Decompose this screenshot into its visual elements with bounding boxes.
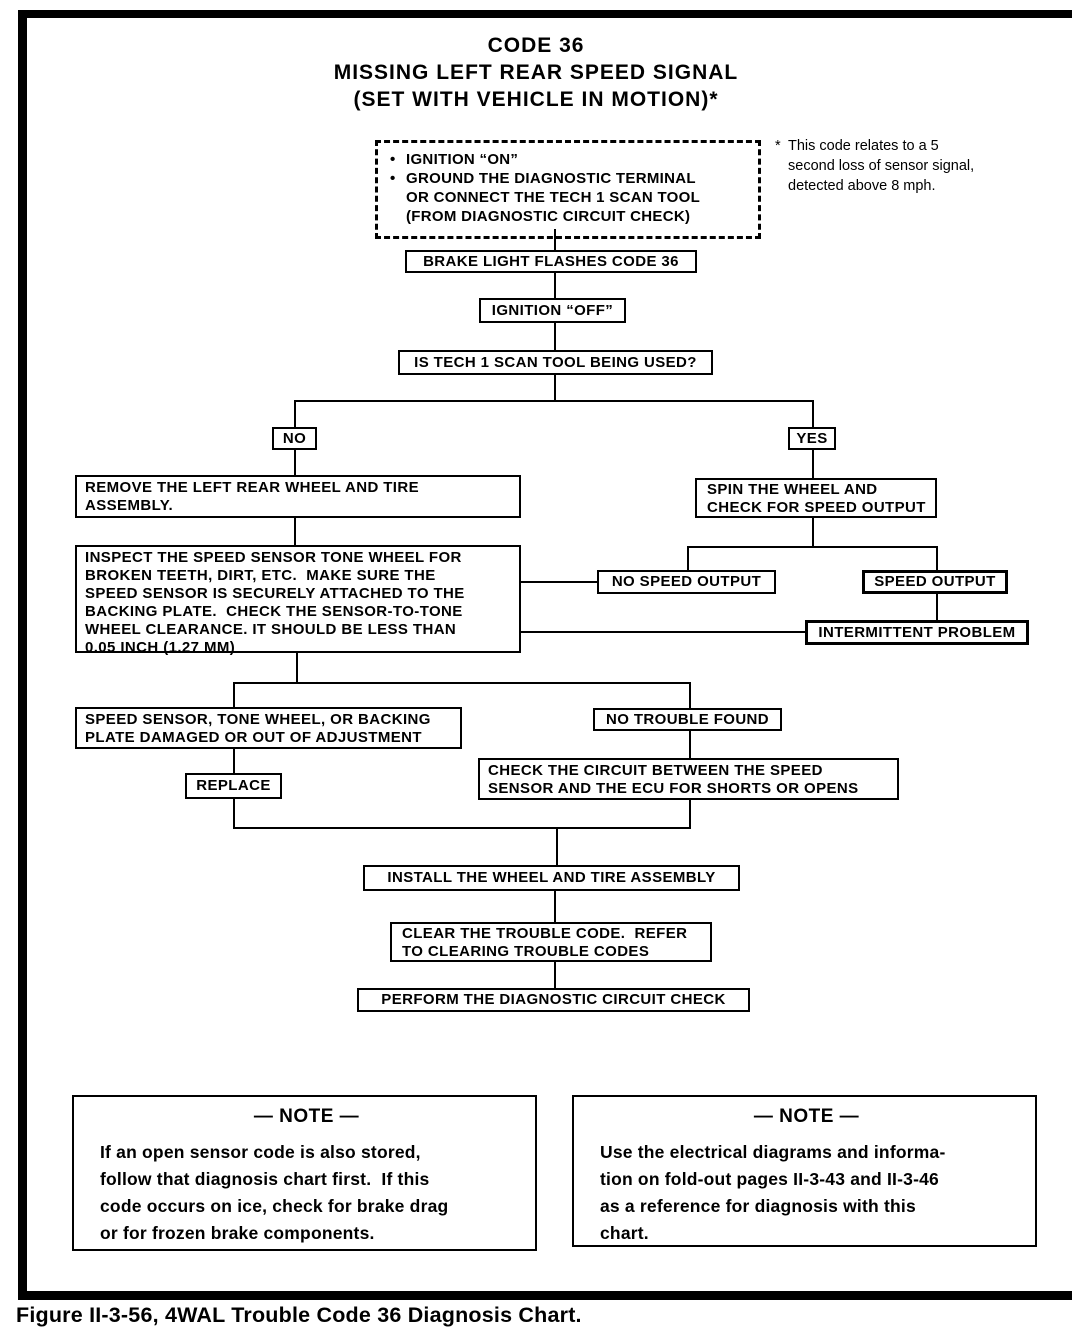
connector-line	[233, 748, 235, 773]
node-no-speed-output: NO SPEED OUTPUT	[597, 570, 776, 594]
note-body: If an open sensor code is also stored, f…	[100, 1142, 449, 1243]
connector-line	[554, 961, 556, 988]
node-tech1-question: IS TECH 1 SCAN TOOL BEING USED?	[398, 350, 713, 375]
note-body: Use the electrical diagrams and informa-…	[600, 1142, 946, 1243]
note-title: — NOTE —	[253, 1106, 360, 1127]
node-branch-no: NO	[272, 427, 317, 450]
note-box-right: — NOTE — Use the electrical diagrams and…	[572, 1095, 1037, 1247]
connector-line	[233, 682, 691, 684]
connector-line	[554, 322, 556, 350]
connector-line	[687, 546, 938, 548]
connector-line	[233, 798, 235, 827]
chart-title-subject: MISSING LEFT REAR SPEED SIGNAL	[333, 61, 739, 84]
connector-line	[689, 682, 691, 708]
start-condition-item: • GROUND THE DIAGNOSTIC TERMINAL OR CONN…	[390, 170, 701, 225]
code-footnote: * This code relates to a 5 second loss o…	[775, 138, 975, 194]
bullet-icon: •	[390, 170, 396, 187]
chart-title-condition: (SET WITH VEHICLE IN MOTION)*	[353, 88, 719, 111]
connector-line	[936, 546, 938, 570]
note-box-left: — NOTE — If an open sensor code is also …	[72, 1095, 537, 1251]
connector-line	[554, 229, 556, 250]
connector-line	[294, 400, 296, 427]
node-speed-output: SPEED OUTPUT	[862, 570, 1008, 594]
node-spin-wheel: SPIN THE WHEEL AND CHECK FOR SPEED OUTPU…	[695, 478, 937, 518]
connector-line	[556, 827, 558, 865]
bullet-icon: •	[390, 151, 396, 168]
node-brake-light-flashes: BRAKE LIGHT FLASHES CODE 36	[405, 250, 697, 273]
connector-line	[554, 374, 556, 400]
figure-caption: Figure II-3-56, 4WAL Trouble Code 36 Dia…	[16, 1303, 582, 1327]
node-clear-trouble-code: CLEAR THE TROUBLE CODE. REFER TO CLEARIN…	[390, 922, 712, 962]
connector-line	[687, 546, 689, 570]
node-inspect-tone-wheel: INSPECT THE SPEED SENSOR TONE WHEEL FOR …	[75, 545, 521, 656]
note-title: — NOTE —	[753, 1106, 860, 1127]
node-intermittent-problem: INTERMITTENT PROBLEM	[805, 620, 1029, 645]
connector-line	[233, 827, 691, 829]
connector-line	[294, 400, 814, 402]
node-no-trouble-found: NO TROUBLE FOUND	[593, 708, 782, 731]
node-install-wheel: INSTALL THE WHEEL AND TIRE ASSEMBLY	[363, 865, 740, 891]
chart-title-code: CODE 36	[487, 34, 585, 57]
connector-line	[554, 890, 556, 922]
node-remove-wheel: REMOVE THE LEFT REAR WHEEL AND TIRE ASSE…	[75, 475, 521, 518]
connector-line	[296, 652, 298, 682]
node-start-conditions: • IGNITION “ON” • GROUND THE DIAGNOSTIC …	[375, 140, 761, 239]
page-border-left	[18, 10, 27, 1299]
node-replace: REPLACE	[185, 773, 282, 799]
connector-line	[554, 272, 556, 298]
connector-line	[812, 449, 814, 478]
start-condition-item: • IGNITION “ON”	[390, 151, 519, 168]
node-check-circuit: CHECK THE CIRCUIT BETWEEN THE SPEED SENS…	[478, 758, 899, 800]
node-ignition-off: IGNITION “OFF”	[479, 298, 626, 323]
node-branch-yes: YES	[788, 427, 836, 450]
connector-line	[689, 799, 691, 827]
node-perform-diagnostic-check: PERFORM THE DIAGNOSTIC CIRCUIT CHECK	[357, 988, 750, 1012]
asterisk-icon: *	[775, 138, 781, 154]
page-border-bottom	[18, 1291, 1072, 1300]
connector-line	[936, 593, 938, 620]
connector-line	[812, 400, 814, 427]
page-border-top	[18, 10, 1072, 18]
chart-title: CODE 36 MISSING LEFT REAR SPEED SIGNAL (…	[36, 32, 1036, 113]
connector-line	[233, 682, 235, 707]
connector-line	[812, 517, 814, 546]
connector-line	[294, 449, 296, 475]
connector-line	[520, 631, 805, 633]
connector-line	[294, 517, 296, 545]
connector-line	[520, 581, 597, 583]
connector-line	[689, 730, 691, 758]
node-sensor-damaged: SPEED SENSOR, TONE WHEEL, OR BACKING PLA…	[75, 707, 462, 749]
